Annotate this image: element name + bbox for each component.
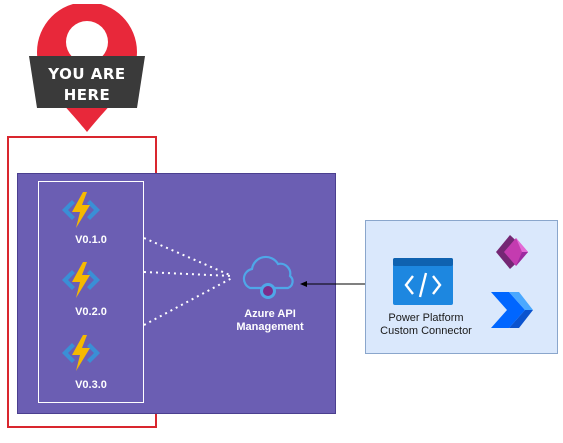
- you-are-here-line2: HERE: [63, 86, 111, 104]
- version-label: V0.2.0: [75, 306, 107, 318]
- apim-label: Azure API Management: [218, 308, 322, 334]
- power-apps-icon: [496, 235, 528, 269]
- azure-function-icon: [62, 262, 100, 298]
- version-label: V0.3.0: [75, 379, 107, 391]
- custom-connector-code-icon: [393, 258, 453, 305]
- api-management-cloud-icon: [242, 255, 294, 299]
- custom-connector-label-line1: Power Platform: [388, 312, 464, 324]
- azure-function-icon: [62, 335, 100, 371]
- you-are-here-marker-icon: [29, 4, 145, 132]
- apim-label-line2: Management: [236, 321, 304, 333]
- versions-group: [38, 181, 144, 403]
- custom-connector-label-line2: Custom Connector: [380, 325, 472, 337]
- you-are-here-line1: YOU ARE: [48, 65, 126, 83]
- version-label: V0.1.0: [75, 234, 107, 246]
- azure-function-icon: [62, 192, 100, 228]
- apim-label-line1: Azure API: [244, 308, 296, 320]
- power-automate-icon: [491, 292, 533, 328]
- custom-connector-label: Power Platform Custom Connector: [372, 312, 480, 338]
